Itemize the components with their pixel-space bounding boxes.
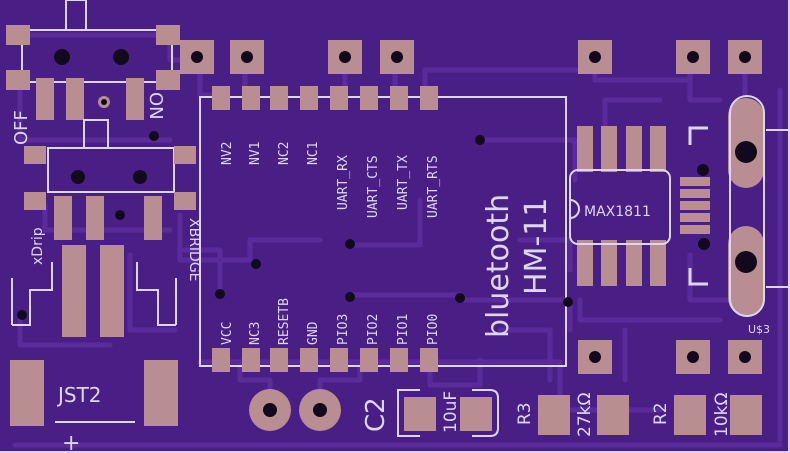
pin-label-bottom-1: VCC	[220, 322, 235, 345]
selector-pin-2	[86, 196, 104, 240]
c2-pad-1	[404, 397, 436, 431]
switch-hole-right	[113, 49, 129, 65]
usb-hole-top	[735, 141, 757, 163]
chip-label: MAX1811	[584, 204, 651, 220]
on-label: ON	[145, 92, 166, 120]
jst-mount-left	[10, 360, 44, 426]
r2-label: R2	[651, 402, 671, 425]
pin-label-top-7: UART_TX	[396, 155, 411, 210]
selector-pad-bl	[24, 192, 46, 210]
vias	[149, 131, 710, 307]
selector-pin-1	[54, 196, 72, 240]
switch-actuator-outline	[65, 0, 87, 31]
pin-label-bottom-5: PIO3	[336, 314, 351, 345]
r3-value-label: 27kΩ	[575, 393, 595, 437]
switch-pin-1	[36, 78, 54, 120]
c2-label: C2	[361, 397, 391, 432]
resistor-r3	[538, 395, 629, 435]
c2-outline	[397, 389, 499, 437]
switch-pad-tl	[6, 25, 30, 45]
selector-pin-3	[144, 196, 162, 240]
usb-shell-outline	[729, 95, 765, 317]
r3-label: R3	[515, 402, 535, 425]
usb-ref-label: U$3	[748, 323, 770, 336]
selector-hole-left	[71, 170, 85, 184]
switch-pin-2	[66, 78, 84, 120]
selector-hole-right	[133, 170, 147, 184]
usb-pins	[680, 177, 710, 234]
selector-body-outline	[47, 147, 175, 193]
module-title-line1: bluetooth	[481, 194, 516, 338]
switch-via-hole	[101, 99, 107, 105]
chip-notch	[569, 199, 580, 219]
pin-label-top-1: NV2	[220, 142, 235, 165]
module-pads-bottom	[212, 348, 438, 372]
c2-value-label: 10uF	[441, 391, 461, 433]
polarity-plus-label: +	[62, 431, 80, 453]
selector-via	[115, 210, 125, 220]
bluetooth-module: NV2 NV1 NC2 NC1 UART_RX UART_CTS UART_TX…	[199, 86, 567, 372]
switch-pad-bl	[6, 70, 30, 90]
pin-label-bottom-6: PIO2	[366, 314, 381, 345]
pin-label-bottom-8: PIO0	[426, 314, 441, 345]
chip-outline	[569, 169, 671, 245]
switch-pad-tr	[156, 25, 180, 45]
pin-label-top-3: NC2	[277, 142, 292, 165]
selector-pad-br	[174, 192, 196, 210]
pin-label-top-2: NV1	[248, 142, 263, 165]
jst-pin-2	[100, 245, 124, 337]
mode-selector[interactable]	[24, 119, 196, 240]
xbridge-label: XBRIDGE	[186, 218, 202, 282]
header-pads-top	[180, 40, 762, 74]
power-switch[interactable]	[6, 0, 180, 120]
resistor-r2	[674, 395, 762, 435]
pin-label-bottom-2: NC3	[248, 322, 263, 345]
header-pads-bottom	[578, 340, 762, 374]
switch-pad-br	[156, 70, 180, 90]
jst-pin-1	[62, 245, 86, 337]
c2-pad-2	[460, 397, 492, 431]
pin-label-bottom-3: RESETB	[277, 298, 292, 345]
module-pads-top	[212, 86, 438, 110]
pin-label-bottom-7: PIO1	[396, 314, 411, 345]
test-point-pads	[249, 389, 341, 431]
pin-label-top-5: UART_RX	[336, 155, 351, 210]
off-label: OFF	[11, 110, 32, 145]
usb-bracket-top	[688, 126, 708, 145]
switch-hole-left	[54, 49, 70, 65]
switch-pin-3	[126, 78, 144, 120]
r2-value-label: 10kΩ	[712, 393, 732, 437]
usb-hole-bottom	[735, 251, 757, 273]
module-outline	[199, 96, 567, 367]
usb-bracket-bottom	[688, 268, 708, 286]
selector-pad-tr	[174, 146, 196, 164]
xdrip-label: xDrip	[30, 227, 46, 265]
pin-label-bottom-4: GND	[306, 321, 321, 345]
jst-outline-left	[12, 262, 53, 326]
jst2-label: JST2	[56, 383, 102, 407]
pin-label-top-4: NC1	[306, 142, 321, 165]
jst-mount-right	[144, 360, 178, 426]
jst-outline-right	[136, 262, 176, 326]
max1811-chip	[569, 126, 671, 286]
pin-label-top-6: UART_CTS	[366, 155, 381, 218]
jst-via	[17, 310, 27, 320]
selector-pad-tl	[24, 146, 46, 164]
pin-label-top-8: UART_RTS	[426, 155, 441, 218]
module-title-line2: HM-11	[519, 198, 554, 295]
jst2-connector	[10, 245, 178, 426]
capacitor-c2	[397, 389, 499, 437]
usb-connector	[680, 95, 790, 317]
